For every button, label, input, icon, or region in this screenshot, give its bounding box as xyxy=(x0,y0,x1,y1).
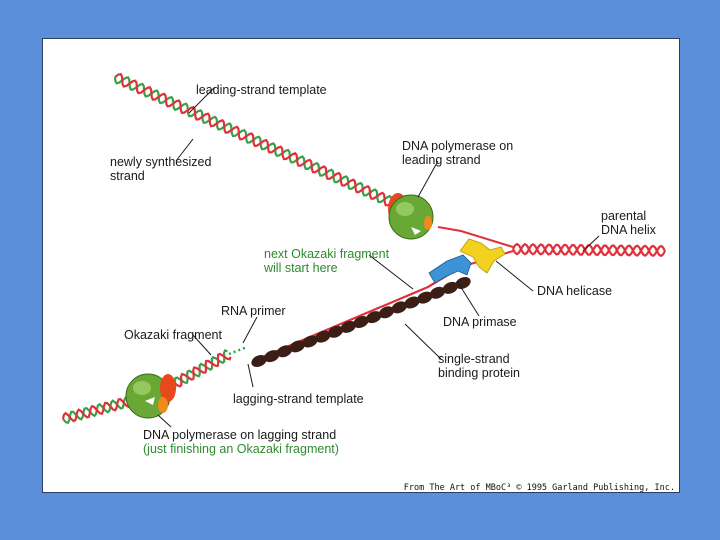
leader-rna-primer xyxy=(242,316,258,344)
label-parental-2: DNA helix xyxy=(601,223,657,237)
leader-primase xyxy=(456,280,480,317)
ssb-protein-group xyxy=(251,277,471,367)
label-pol-lagging-1: DNA polymerase on lagging strand xyxy=(143,428,336,442)
label-lagging-template: lagging-strand template xyxy=(233,392,364,406)
ssb-protein xyxy=(417,291,433,304)
okazaki-helix-strand-b xyxy=(167,352,232,388)
lagging-template-strand xyxy=(257,266,462,361)
leader-newly-synth xyxy=(175,138,194,162)
leader-next-okazaki xyxy=(368,254,414,290)
leading-helix-strand-b xyxy=(114,72,398,207)
leader-leading-template xyxy=(188,86,216,114)
fork-strand xyxy=(437,226,514,248)
label-pol-leading-1: DNA polymerase on xyxy=(402,139,513,153)
leader-pol-lagging xyxy=(157,414,172,428)
leader-okazaki xyxy=(192,334,212,356)
leader-parental xyxy=(582,235,600,252)
label-next-okazaki-2: will start here xyxy=(263,261,338,275)
label-primase: DNA primase xyxy=(443,315,517,329)
label-okazaki-fragment: Okazaki fragment xyxy=(124,328,222,342)
credit-line: From The Art of MBoC³ © 1995 Garland Pub… xyxy=(404,483,675,493)
slide-panel: leading-strand template newly synthesize… xyxy=(42,38,680,493)
label-leading-template: leading-strand template xyxy=(196,83,327,97)
label-parental-1: parental xyxy=(601,209,646,223)
polymerase-leading-icon xyxy=(388,193,434,240)
ssb-protein xyxy=(455,277,471,289)
rna-primer xyxy=(228,345,248,356)
ssb-protein xyxy=(340,320,356,333)
label-newly-synthesized-2: strand xyxy=(110,169,145,183)
label-pol-lagging-2: (just finishing an Okazaki fragment) xyxy=(143,442,339,456)
label-newly-synthesized-1: newly synthesized xyxy=(110,155,211,169)
leader-lagging-template xyxy=(247,363,254,388)
leader-ssb xyxy=(404,323,442,360)
label-helicase: DNA helicase xyxy=(537,284,612,298)
label-next-okazaki-1: next Okazaki fragment xyxy=(264,247,390,261)
replication-fork-diagram: leading-strand template newly synthesize… xyxy=(61,72,675,493)
ssb-protein xyxy=(276,345,293,358)
ssb-protein xyxy=(353,316,369,328)
okazaki-helix-strand-a xyxy=(168,349,228,391)
ssb-protein xyxy=(289,340,305,353)
ssb-protein xyxy=(429,286,446,299)
dna-helices xyxy=(61,72,666,425)
primase-icon xyxy=(428,254,472,284)
ssb-protein xyxy=(378,306,395,319)
leader-helicase xyxy=(495,260,534,292)
helicase-icon xyxy=(459,238,506,274)
label-rna-primer: RNA primer xyxy=(221,304,286,318)
polymerase-lagging-icon xyxy=(125,373,176,419)
ssb-protein xyxy=(391,301,407,314)
label-pol-leading-2: leading strand xyxy=(402,153,481,167)
lagging-helix-left-strand-b xyxy=(61,398,132,423)
ssb-protein xyxy=(442,281,458,294)
parental-helix-strand-b xyxy=(512,242,666,258)
ssb-protein xyxy=(404,296,420,309)
label-ssb-2: binding protein xyxy=(438,366,520,380)
ssb-protein xyxy=(366,311,382,324)
leader-pol-leading xyxy=(417,160,439,198)
label-ssb-1: single-strand xyxy=(438,352,510,366)
ssb-protein xyxy=(327,325,344,338)
ssb-protein xyxy=(302,335,318,348)
ssb-protein xyxy=(315,330,331,343)
ssb-protein xyxy=(264,350,280,363)
ssb-protein xyxy=(251,355,267,367)
